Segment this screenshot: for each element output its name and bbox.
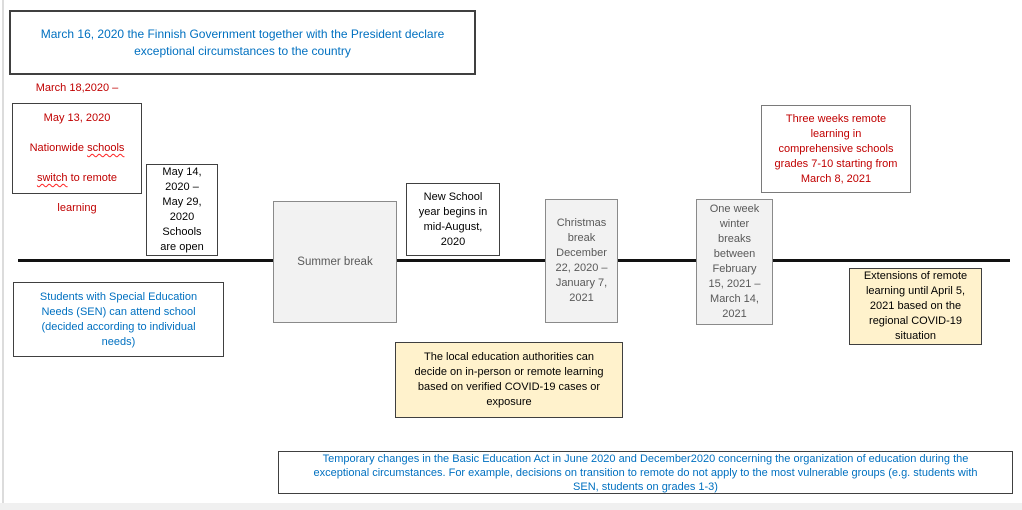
sen-attendance-box: Students with Special Education Needs (S… [13,282,224,357]
local-authorities-text: The local education authorities can deci… [414,351,604,408]
remote-learning-switch-box: March 18,2020 – May 13, 2020 Nationwide … [12,82,142,214]
christmas-break-text: Christmas break December 22, 2020 – Janu… [555,217,608,304]
schools-open-box: May 14, 2020 – May 29, 2020 Schools are … [146,164,218,256]
slide-left-edge [2,0,4,503]
winter-break-box: One week winter breaks between February … [696,199,773,325]
declaration-text: March 16, 2020 the Finnish Government to… [40,26,445,58]
winter-break-text: One week winter breaks between February … [708,203,761,320]
text-line: switch to remote [36,172,118,184]
basic-education-act-box: Temporary changes in the Basic Education… [278,451,1013,494]
text-line: Nationwide schools [29,142,125,154]
christmas-break-box: Christmas break December 22, 2020 – Janu… [545,199,618,323]
three-weeks-remote-text: Three weeks remote learning in comprehen… [774,112,898,185]
three-weeks-remote-box: Three weeks remote learning in comprehen… [761,105,911,193]
spellcheck-word: schools [87,142,125,154]
spellcheck-word: switch [36,172,68,184]
text-line: May 13, 2020 [43,112,111,124]
new-school-year-box: New School year begins in mid-August, 20… [406,183,500,256]
extensions-remote-text: Extensions of remote learning until Apri… [863,270,968,342]
extensions-remote-box: Extensions of remote learning until Apri… [849,268,982,345]
local-authorities-box: The local education authorities can deci… [395,342,623,418]
schools-open-text: May 14, 2020 – May 29, 2020 Schools are … [160,166,204,253]
text-line: learning [57,202,97,214]
text-line: March 18,2020 – [35,82,119,94]
timeline-line [18,259,1010,262]
summer-break-box: Summer break [273,201,397,323]
slide-bottom-band [0,503,1022,510]
summer-break-text: Summer break [297,255,373,268]
sen-attendance-text: Students with Special Education Needs (S… [39,290,198,348]
declaration-box: March 16, 2020 the Finnish Government to… [9,10,476,75]
remote-learning-switch-text: March 18,2020 – May 13, 2020 Nationwide … [28,66,127,231]
new-school-year-text: New School year begins in mid-August, 20… [418,190,488,248]
basic-education-act-text: Temporary changes in the Basic Education… [313,452,978,493]
